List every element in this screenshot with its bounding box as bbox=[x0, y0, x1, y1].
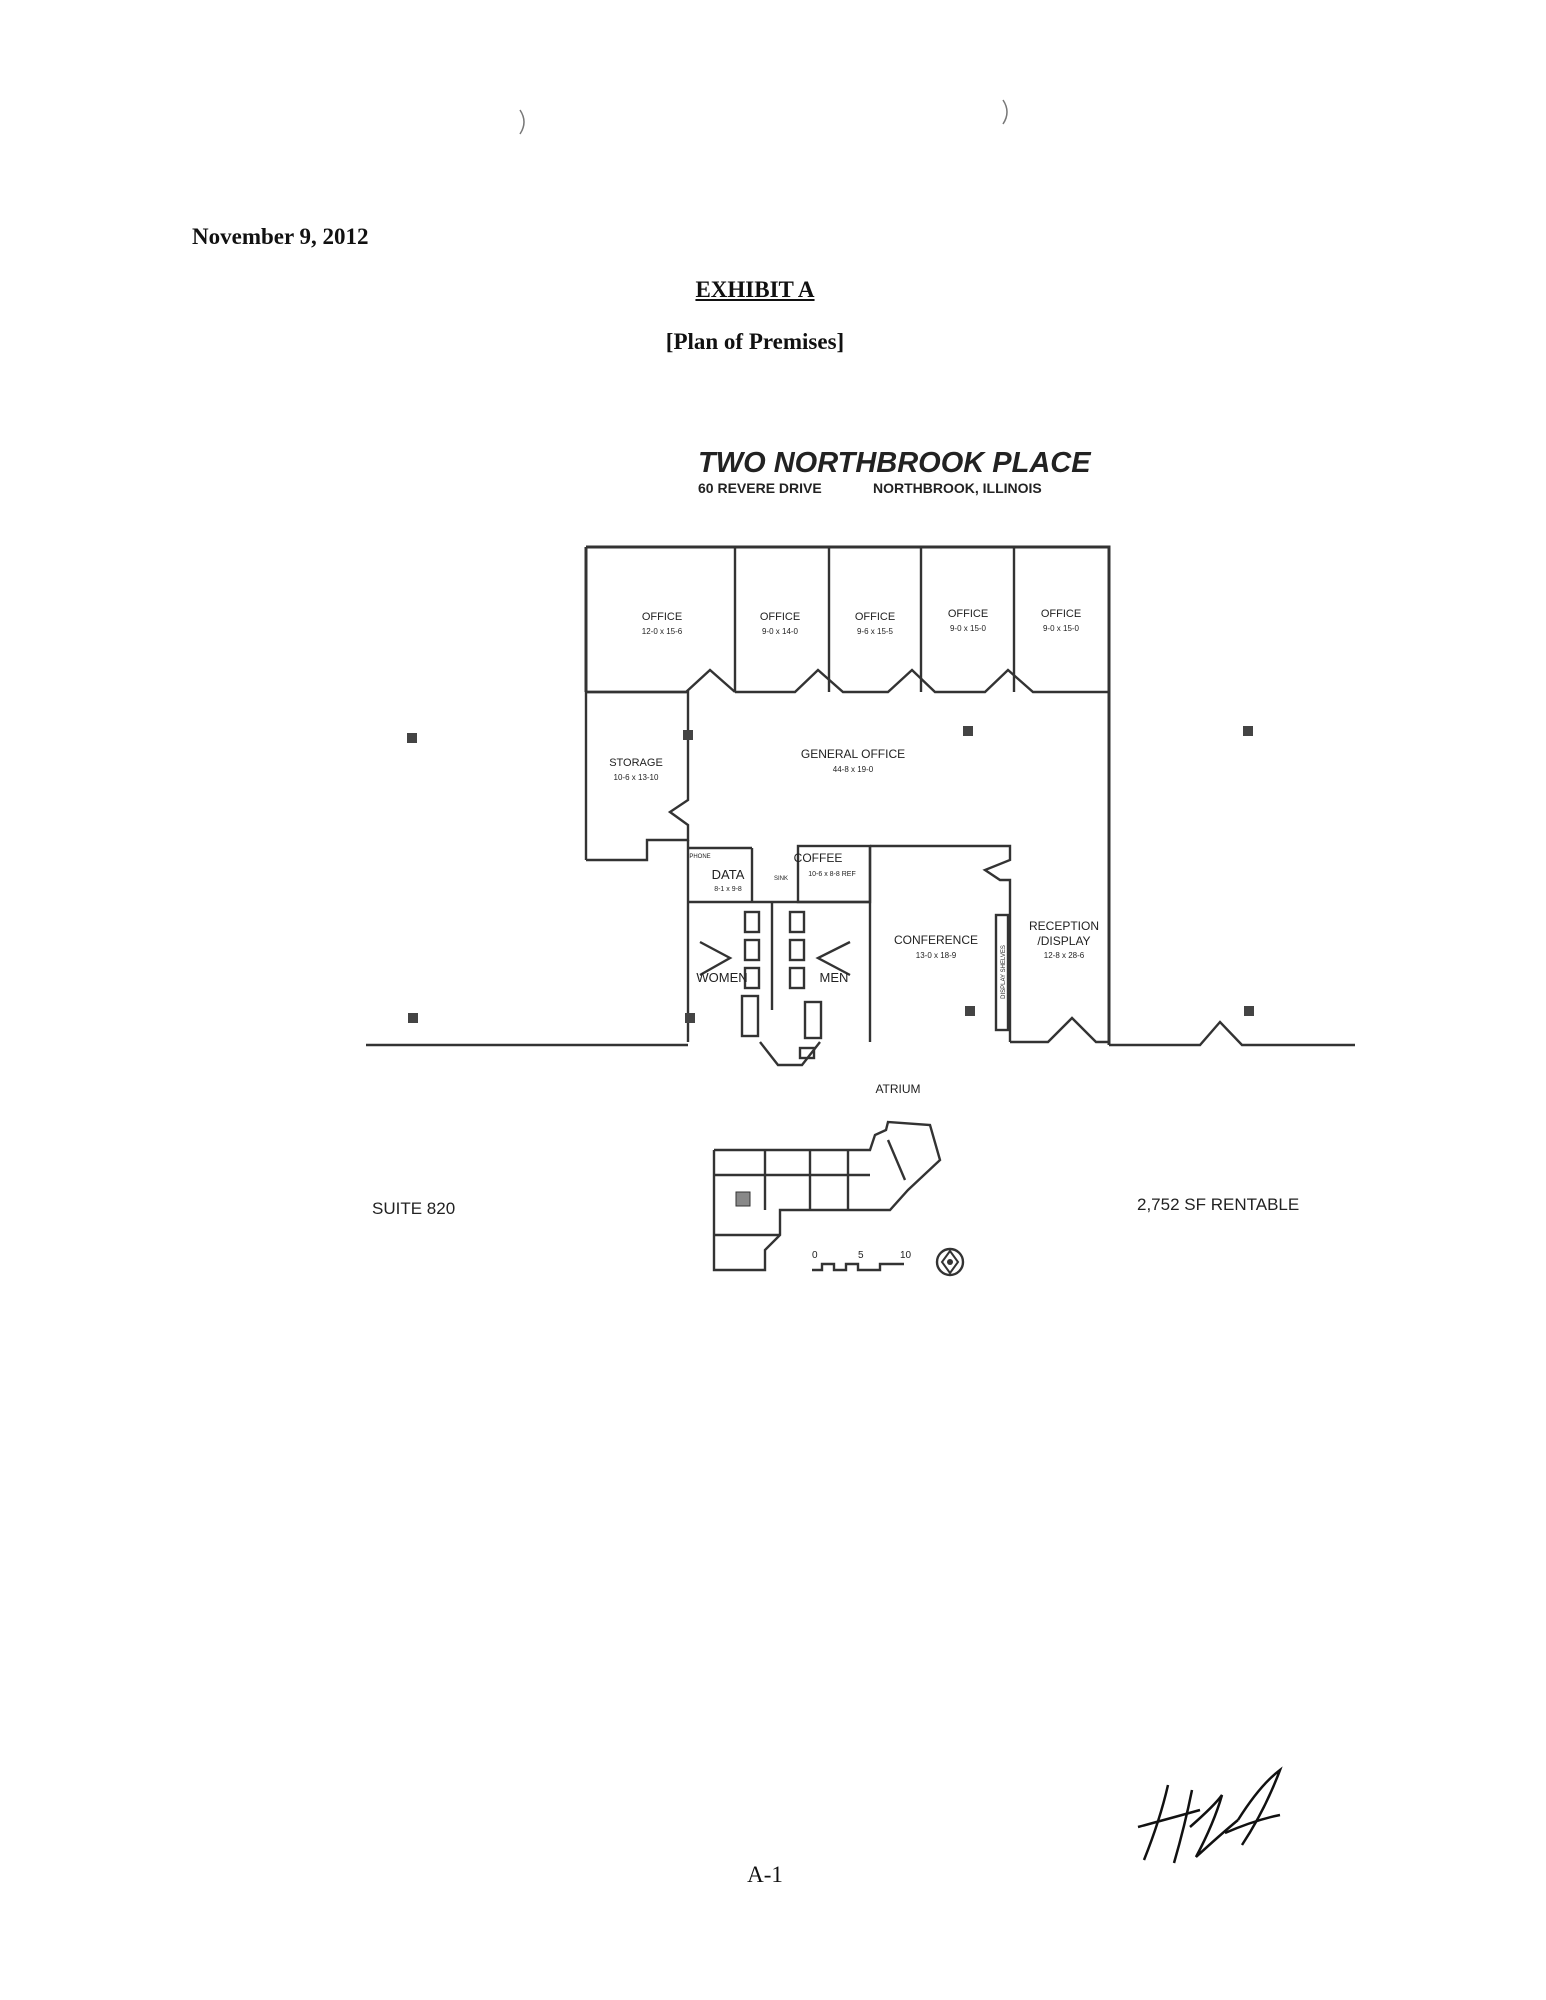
room-office-1-label: OFFICE bbox=[642, 611, 682, 623]
column-marker bbox=[408, 1013, 418, 1023]
rentable-area: 2,752 SF RENTABLE bbox=[1137, 1195, 1299, 1214]
room-general-office-label: GENERAL OFFICE bbox=[801, 747, 905, 761]
room-phone-label: PHONE bbox=[689, 854, 710, 860]
room-office-2-label: OFFICE bbox=[760, 611, 800, 623]
room-reception-label: RECEPTION bbox=[1029, 919, 1099, 933]
room-office-3-label: OFFICE bbox=[855, 611, 895, 623]
room-office-1-dims: 12-0 x 15-6 bbox=[642, 627, 683, 636]
room-office-3-dims: 9-6 x 15-5 bbox=[857, 627, 894, 636]
column-marker bbox=[407, 733, 417, 743]
room-conference-dims: 13-0 x 18-9 bbox=[916, 951, 957, 960]
key-plan-suite-highlight bbox=[735, 1191, 751, 1207]
room-women-label: WOMEN bbox=[696, 970, 747, 985]
room-reception-label-2: /DISPLAY bbox=[1037, 934, 1090, 948]
key-plan bbox=[712, 1120, 942, 1272]
column-marker bbox=[1243, 726, 1253, 736]
scale-label-0: 0 bbox=[812, 1250, 818, 1261]
room-office-4-dims: 9-0 x 15-0 bbox=[950, 624, 987, 633]
room-sink-label: SINK bbox=[774, 876, 788, 882]
scan-mark bbox=[519, 109, 525, 135]
column-marker bbox=[685, 1013, 695, 1023]
page-number: A-1 bbox=[747, 1862, 783, 1887]
room-data-label: DATA bbox=[712, 867, 745, 882]
room-office-5-dims: 9-0 x 15-0 bbox=[1043, 624, 1080, 633]
scale-label-10: 10 bbox=[900, 1250, 912, 1261]
scan-mark bbox=[1002, 99, 1008, 125]
room-coffee-label: COFFEE bbox=[794, 851, 843, 865]
column-marker bbox=[1244, 1006, 1254, 1016]
scale-bar: 0 5 10 bbox=[812, 1250, 912, 1272]
document-date: November 9, 2012 bbox=[192, 224, 369, 249]
building-address-street: 60 REVERE DRIVE bbox=[698, 480, 822, 496]
scale-label-5: 5 bbox=[858, 1250, 864, 1261]
room-men-label: MEN bbox=[820, 970, 849, 985]
atrium-label: ATRIUM bbox=[875, 1082, 920, 1096]
column-marker bbox=[683, 730, 693, 740]
room-reception-dims: 12-8 x 28-6 bbox=[1044, 951, 1085, 960]
suite-number: SUITE 820 bbox=[372, 1199, 455, 1218]
room-general-office-dims: 44-8 x 19-0 bbox=[833, 765, 874, 774]
column-marker bbox=[965, 1006, 975, 1016]
room-data-dims: 8-1 x 9-8 bbox=[714, 886, 742, 893]
room-conference-label: CONFERENCE bbox=[894, 933, 978, 947]
room-office-4-label: OFFICE bbox=[948, 608, 988, 620]
exhibit-subtitle: [Plan of Premises] bbox=[665, 329, 845, 354]
column-marker bbox=[963, 726, 973, 736]
building-address-city: NORTHBROOK, ILLINOIS bbox=[873, 480, 1042, 496]
handwritten-initials bbox=[1137, 1766, 1283, 1864]
room-office-2-dims: 9-0 x 14-0 bbox=[762, 627, 799, 636]
exhibit-title: EXHIBIT A bbox=[695, 277, 815, 302]
room-storage-label: STORAGE bbox=[609, 757, 663, 769]
room-office-5-label: OFFICE bbox=[1041, 608, 1081, 620]
building-name: TWO NORTHBROOK PLACE bbox=[698, 447, 1092, 479]
room-coffee-dims: 10-6 x 8-8 REF bbox=[808, 871, 855, 878]
suite-walls bbox=[366, 545, 1355, 1067]
display-shelves-label: DISPLAY SHELVES bbox=[1001, 945, 1007, 999]
room-storage-dims: 10-6 x 13-10 bbox=[614, 773, 659, 782]
north-arrow-icon bbox=[935, 1247, 965, 1277]
